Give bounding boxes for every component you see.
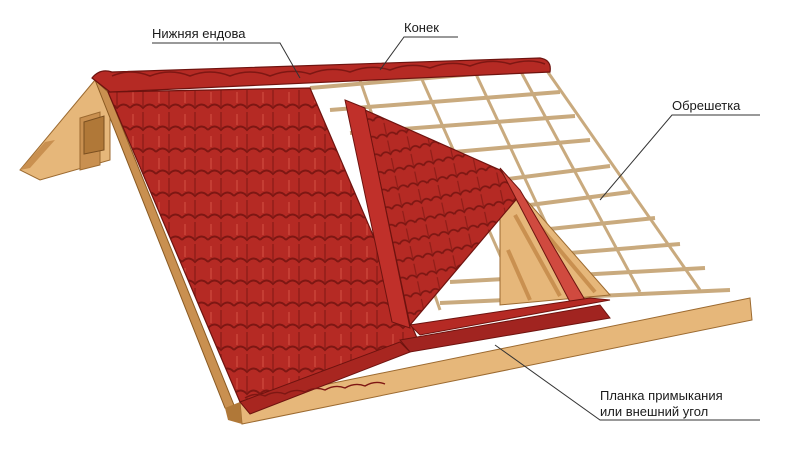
leader-strip: [494, 344, 760, 421]
gable-end: [19, 79, 111, 181]
eave-board: [94, 79, 753, 425]
dormer: [344, 99, 612, 353]
ridge-cap: [91, 57, 551, 93]
label-battens: Обрешетка: [672, 98, 741, 113]
label-lower-valley: Нижняя ендова: [152, 26, 246, 41]
leader-valley: [152, 42, 301, 79]
leader-lines: [152, 36, 760, 421]
label-ridge: Конек: [404, 20, 439, 35]
lower-valley-strip: [239, 341, 411, 415]
leader-battens: [599, 114, 760, 201]
label-strip-line1: Планка примыкания: [600, 388, 723, 403]
label-strip-line2: или внешний угол: [600, 404, 709, 419]
leader-ridge: [379, 36, 458, 71]
